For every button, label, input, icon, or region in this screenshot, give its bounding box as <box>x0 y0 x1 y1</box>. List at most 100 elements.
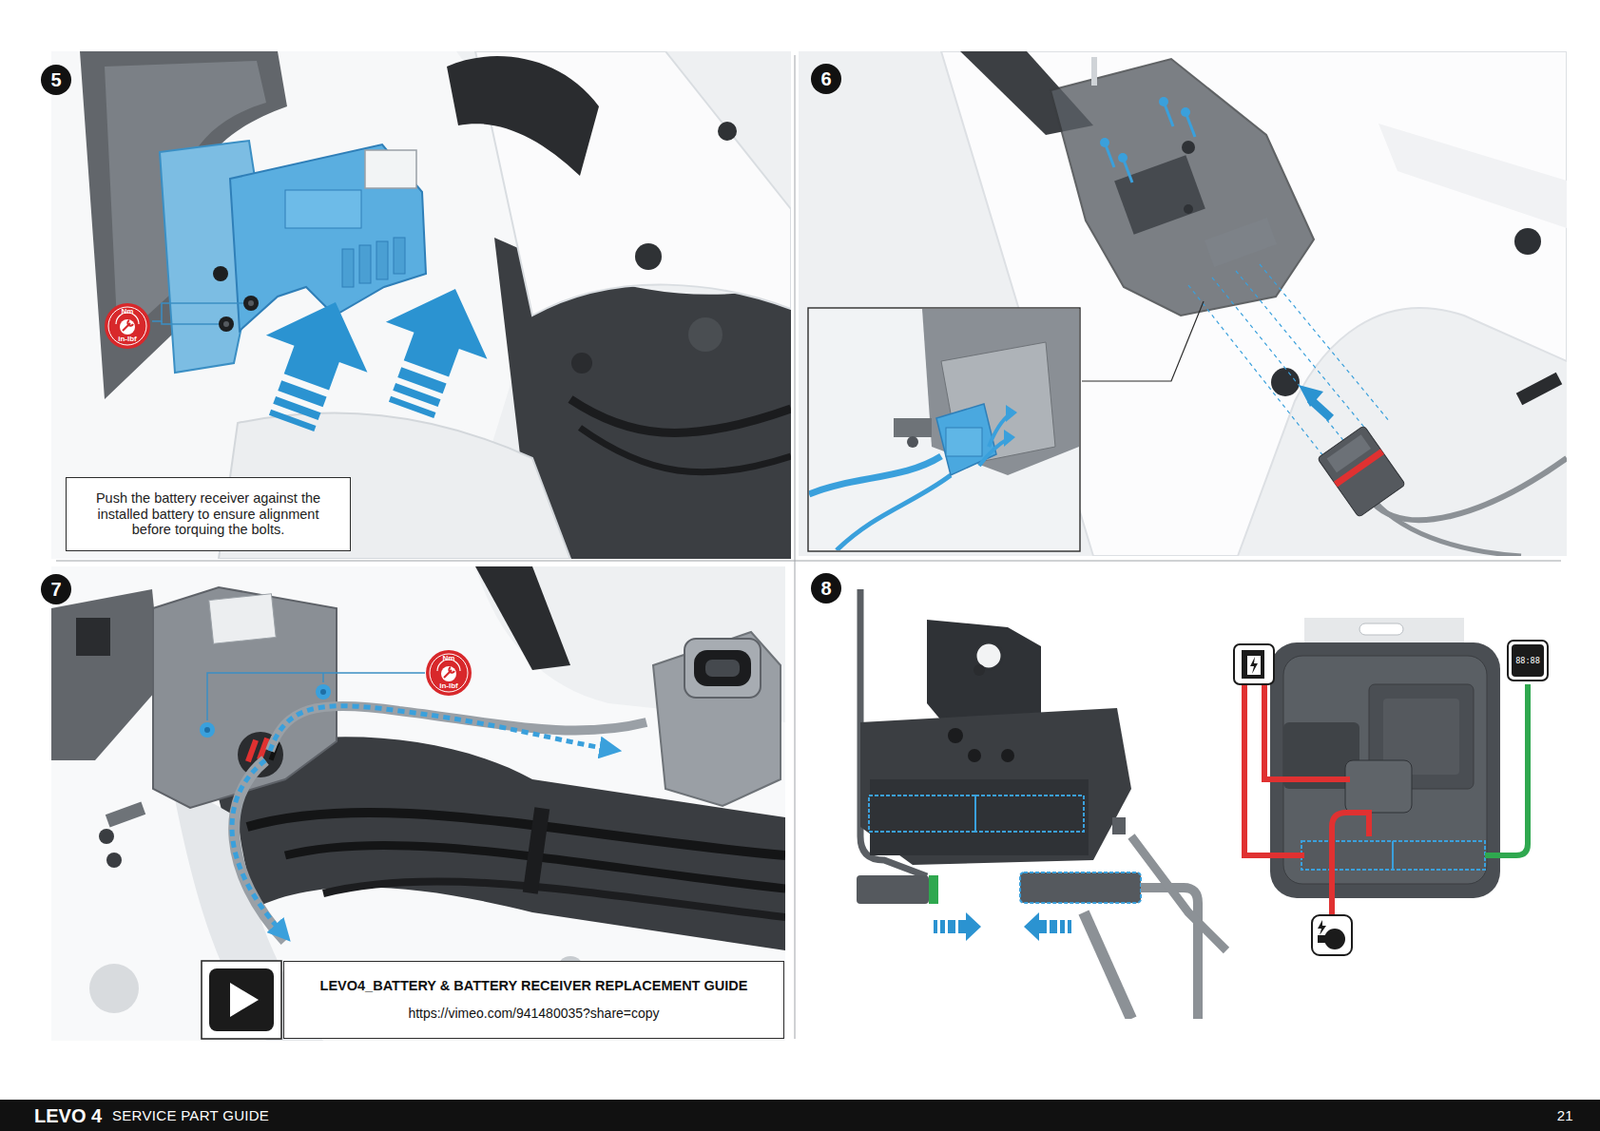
battery-icon <box>1241 650 1265 679</box>
panel-7-illustration <box>98 828 115 845</box>
panel-8-illustration <box>798 566 1562 1020</box>
inset-box <box>808 301 1204 552</box>
panel-6-illustration <box>1104 101 1196 183</box>
callout-circle <box>810 63 842 95</box>
panel-divider <box>794 55 796 1040</box>
panel-5-illustration <box>285 190 362 229</box>
torque-leader-7 <box>207 673 425 721</box>
panel-6-illustration <box>1235 270 1371 436</box>
battery-icon <box>1250 656 1258 675</box>
panel-6-illustration <box>1317 425 1407 519</box>
panel-7-illustration <box>693 650 752 687</box>
page-number: 21 <box>1544 1107 1574 1125</box>
panel-8-illustration <box>1244 684 1305 856</box>
panel-6-illustration <box>1091 57 1098 86</box>
motor-icon <box>1317 920 1327 936</box>
box-subtext: https://vimeo.com/941480035?share=copy <box>293 1005 774 1022</box>
video-link-box: LEVO4_BATTERY & BATTERY RECEIVER REPLACE… <box>283 961 785 1040</box>
torque-leader-5 <box>152 303 244 325</box>
inset-box <box>945 427 983 457</box>
video-play-icon <box>209 968 274 1032</box>
panel-5-illustration <box>393 237 405 274</box>
inset-box <box>836 475 951 551</box>
video-play-icon <box>201 961 282 1040</box>
panel-8-illustration <box>1131 836 1227 951</box>
callout-circle <box>810 573 842 604</box>
panel-7-illustration <box>705 659 740 677</box>
battery-icon <box>1233 644 1274 685</box>
callout-number: 6 <box>810 63 842 95</box>
panel-5-illustration <box>717 121 737 141</box>
panel-7-illustration <box>522 807 550 894</box>
panel-5-illustration <box>223 321 230 328</box>
panel-7-illustration <box>684 638 761 698</box>
torque-unit: Nm <box>427 654 470 664</box>
panel-7-illustration <box>323 881 786 918</box>
panel-7-illustration <box>51 566 786 1041</box>
panel-6-illustration <box>1298 385 1324 407</box>
panel-8-illustration <box>973 664 985 676</box>
panel-8-illustration <box>1484 684 1528 856</box>
inset-box <box>1005 404 1018 423</box>
panel-7-illustration <box>105 802 146 829</box>
panel-7-illustration <box>231 760 282 932</box>
inset-box <box>979 439 1008 466</box>
panel-6-illustration <box>798 51 1567 557</box>
panel-6-illustration <box>1259 264 1390 423</box>
panel-8-illustration <box>1391 841 1394 870</box>
torque-leader-5 <box>152 303 244 322</box>
panel-8-illustration <box>1359 623 1404 636</box>
inset-box <box>893 418 932 438</box>
panel-5-illustration <box>446 56 599 176</box>
callout-number: 7 <box>40 574 72 605</box>
torque-icon <box>425 650 472 696</box>
panel-6-illustration <box>1114 154 1206 235</box>
panel-7-illustration <box>51 566 786 1041</box>
panel-6-illustration <box>1368 494 1522 557</box>
panel-7-illustration <box>653 632 781 807</box>
panel-6-illustration <box>1317 425 1407 519</box>
panel-7-illustration <box>245 739 259 764</box>
panel-8-illustration <box>1112 817 1126 835</box>
panel-7-illustration <box>320 689 327 695</box>
box-text: LEVO4_BATTERY & BATTERY RECEIVER REPLACE… <box>293 978 774 995</box>
torque-unit: in-lbf <box>427 681 470 692</box>
panel-5-illustration <box>240 284 386 443</box>
panel-7-illustration <box>51 589 162 761</box>
panel-6-illustration <box>1514 228 1542 255</box>
display-icon <box>1507 640 1548 681</box>
video-play-icon <box>230 983 259 1018</box>
callout-circle <box>40 574 72 605</box>
panel-6-illustration <box>1099 137 1110 148</box>
panel-6-illustration <box>1519 378 1560 400</box>
panel-5-illustration <box>579 427 791 473</box>
panel-7-illustration <box>209 594 276 645</box>
box-text: Push the battery receiver against the in… <box>76 490 341 539</box>
panel-6-illustration <box>1373 458 1567 521</box>
panel-7-illustration <box>76 617 111 656</box>
panel-8-illustration <box>869 779 1089 856</box>
inset-box <box>941 342 1056 466</box>
panel-5-illustration <box>359 245 371 284</box>
panel-6-illustration <box>1204 217 1277 268</box>
panel-8-illustration <box>1345 760 1412 813</box>
display-icon-text: 88:88 <box>1511 655 1544 666</box>
panel-7-illustration <box>475 566 571 671</box>
torque-leader-7 <box>322 673 325 683</box>
panel-8-illustration <box>856 875 929 905</box>
torque-icon <box>104 303 151 349</box>
panel-6-illustration <box>1158 96 1169 107</box>
footer-bar <box>0 1099 1600 1131</box>
callout-circle <box>40 64 72 96</box>
panel-5-illustration <box>212 266 229 282</box>
note-box: Push the battery receiver against the in… <box>65 477 351 552</box>
torque-leader-7 <box>207 673 425 721</box>
panel-6-illustration <box>1327 434 1371 473</box>
panel-5-illustration <box>342 249 354 288</box>
panel-8-illustration <box>1023 912 1072 942</box>
panel-5-illustration <box>248 300 254 307</box>
panel-8-illustration <box>1083 912 1132 1020</box>
panel-divider <box>56 560 1562 562</box>
